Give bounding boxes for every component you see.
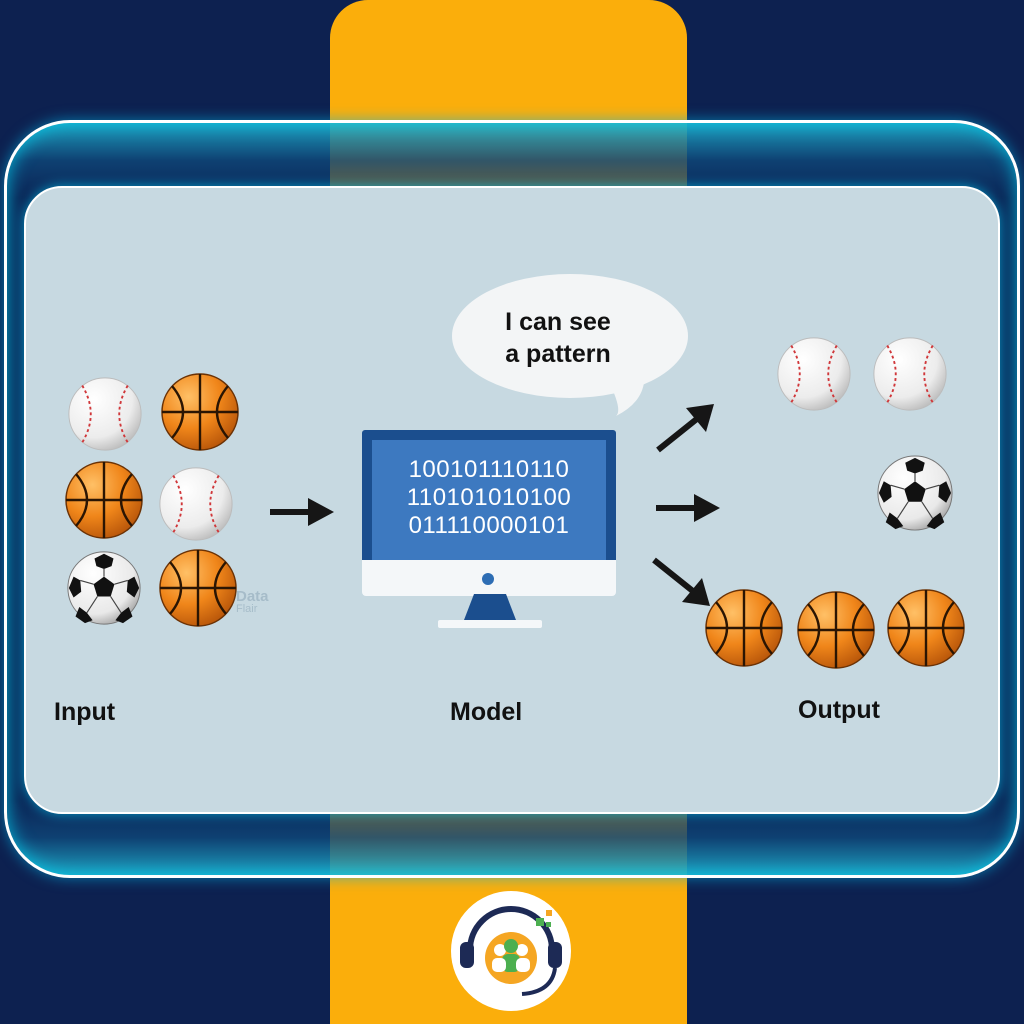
output-basketball-3 [886,588,966,668]
watermark-left: Data Flair [236,588,269,616]
input-baseball-1 [67,376,143,452]
speech-bubble-line1: I can see [505,308,611,336]
binary-line-1: 100101110110 [408,456,570,483]
computer-monitor: 100101110110 110101010100 011110000101 [362,430,618,630]
brand-logo-icon [451,891,571,1011]
input-baseball-2 [158,466,234,542]
model-label: Model [450,698,523,726]
monitor-stand [438,594,542,628]
power-dot-icon [482,573,494,585]
output-basketball-2 [796,590,876,670]
speech-bubble-line2: a pattern [505,340,611,368]
monitor-display: 100101110110 110101010100 011110000101 [372,440,606,560]
binary-line-3: 011110000101 [408,512,570,539]
input-soccer-ball [67,551,141,625]
output-baseball-2 [872,336,948,412]
output-label: Output [798,696,880,724]
input-basketball-3 [158,548,238,628]
binary-line-2: 110101010100 [406,484,572,511]
watermark-text: Flair [236,603,258,615]
input-label: Input [54,698,116,726]
watermark-text: Data [236,588,269,605]
input-basketball-1 [160,372,240,452]
arrow-down-right [652,557,710,606]
output-basketball-1 [704,588,784,668]
arrow-up-right [656,404,714,453]
input-basketball-2 [64,460,144,540]
speech-bubble [452,274,688,416]
output-soccer-ball [877,455,953,531]
output-baseball-1 [776,336,852,412]
arrow-right [656,494,720,522]
arrow-input-to-model [270,498,334,526]
